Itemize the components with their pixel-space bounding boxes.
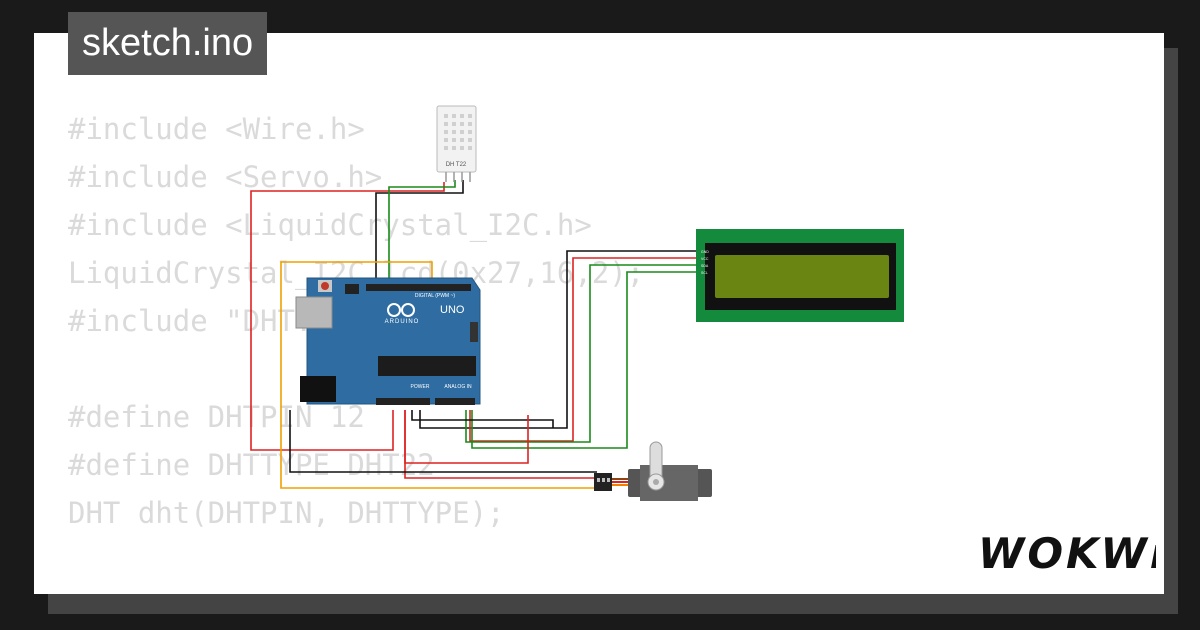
arduino-brand: ARDUINO xyxy=(385,319,420,325)
wire-red-servo-vcc-2[interactable] xyxy=(404,410,529,464)
lcd-1602-display[interactable]: GND VCC SDA SCL xyxy=(696,229,904,322)
digital-header xyxy=(366,284,471,291)
code-line: S xyxy=(68,585,644,594)
digital-header-label: DIGITAL (PWM ~) xyxy=(415,293,455,299)
atmega-chip xyxy=(378,356,476,376)
wire-black-servo-gnd-2[interactable] xyxy=(289,410,597,473)
code-line: #include <LiquidCrystal_I2C.h> xyxy=(68,208,592,242)
code-line: #include <Servo.h> xyxy=(68,160,383,194)
lcd-pin-gnd: GND xyxy=(701,250,709,254)
icsp-header xyxy=(345,284,359,294)
code-preview: #include <Wire.h> #include <Servo.h> #incl… xyxy=(68,105,644,594)
wire-black-dht-gnd[interactable] xyxy=(375,180,464,283)
usb-port xyxy=(295,296,333,329)
power-header xyxy=(376,398,430,405)
wire-red-lcd-vcc[interactable] xyxy=(469,257,698,442)
arduino-logo-right xyxy=(401,303,415,317)
wire-black-lcd-gnd[interactable] xyxy=(419,250,698,429)
wire-green-dht-data[interactable] xyxy=(388,180,456,283)
analog-header xyxy=(435,398,475,405)
lcd-screen xyxy=(715,255,889,298)
code-line: DHT dht(DHTPIN, DHTTYPE); xyxy=(68,496,505,530)
sketch-tab[interactable]: sketch.ino xyxy=(68,12,268,75)
wire-green-lcd-sda[interactable] xyxy=(465,264,698,443)
code-line: #include <Wire.h> xyxy=(68,112,365,146)
arduino-model: UNO xyxy=(440,304,465,316)
lcd-pin-vcc: VCC xyxy=(701,257,709,261)
arduino-logo-left xyxy=(387,303,401,317)
code-line: #include "DHT.h" xyxy=(68,304,348,338)
servo-motor[interactable] xyxy=(594,441,712,501)
code-line: #define DHTPIN 12 xyxy=(68,400,365,434)
analog-header-label: ANALOG IN xyxy=(444,384,472,390)
dht-label: DH T22 xyxy=(446,162,467,168)
wire-red-dht-vcc[interactable] xyxy=(250,182,445,451)
code-line: #define DHTTYPE DHT22 xyxy=(68,448,435,482)
lcd-pin-scl: SCL xyxy=(701,271,708,275)
wire-green-lcd-scl[interactable] xyxy=(471,271,698,449)
wokwi-logo-text: WOKWi xyxy=(978,529,1156,578)
dht22-sensor[interactable]: DH T22 xyxy=(436,105,477,182)
icsp-header-2 xyxy=(470,322,478,342)
power-header-label: POWER xyxy=(411,384,430,390)
arduino-uno-board[interactable]: DIGITAL (PWM ~) ARDUINO UNO POWER ANALOG… xyxy=(295,277,481,405)
wire-black-servo-gnd[interactable] xyxy=(411,410,554,428)
wokwi-logo[interactable]: WOKWi xyxy=(976,526,1156,578)
lcd-pin-sda: SDA xyxy=(701,264,709,268)
wire-orange-servo-signal[interactable] xyxy=(280,261,597,489)
power-jack xyxy=(300,376,336,402)
code-preview-card: #include <Wire.h> #include <Servo.h> #incl… xyxy=(34,33,1164,594)
wires xyxy=(250,180,698,489)
